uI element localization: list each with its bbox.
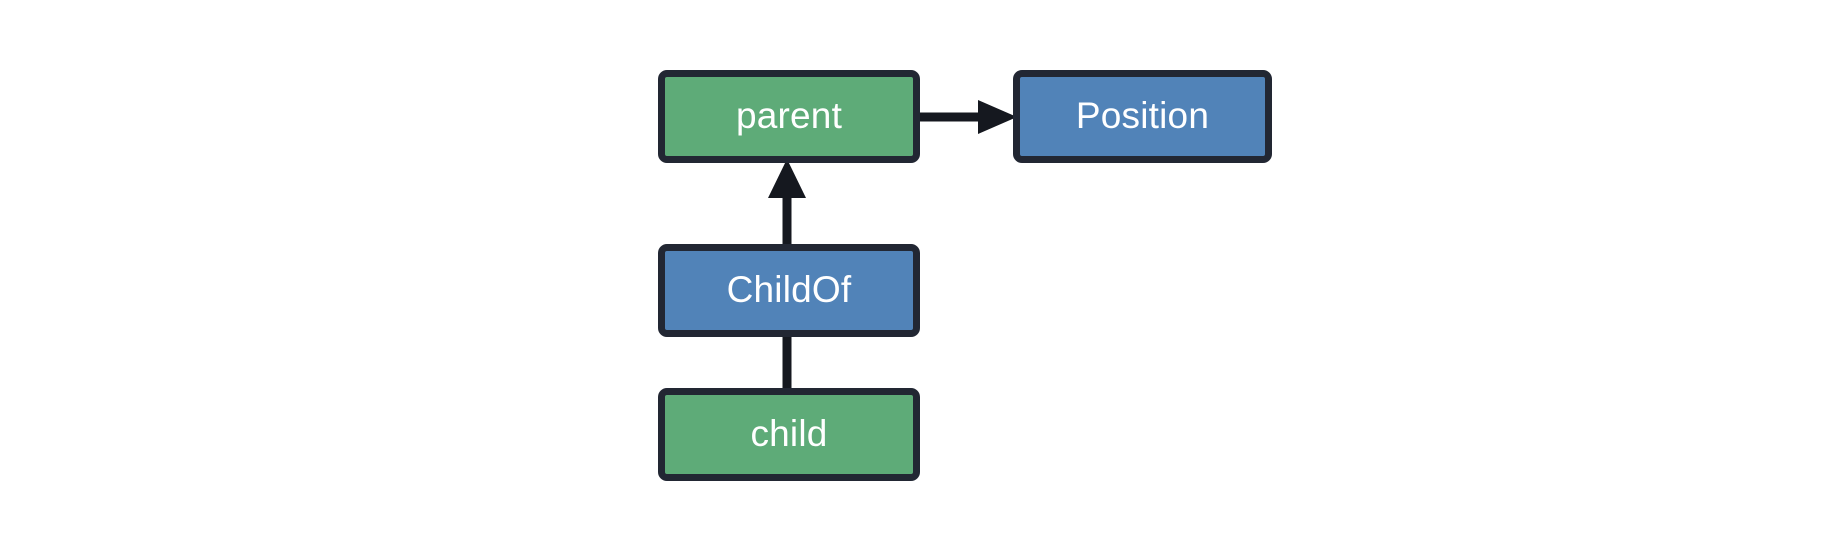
node-childof[interactable]: ChildOf: [658, 244, 920, 337]
arrowhead-right-icon: [978, 100, 1017, 134]
node-parent-label: parent: [735, 95, 843, 136]
node-child[interactable]: child: [658, 388, 920, 481]
node-childof-label: ChildOf: [726, 269, 852, 310]
node-child-label: child: [750, 413, 828, 454]
arrowhead-up-icon: [768, 159, 806, 198]
edge-parent-to-position: [916, 96, 1020, 138]
node-parent[interactable]: parent: [658, 70, 920, 163]
node-position-label: Position: [1075, 95, 1210, 136]
edge-child-to-childof: [766, 330, 808, 394]
edge-childof-to-parent: [766, 158, 808, 250]
node-position[interactable]: Position: [1013, 70, 1272, 163]
